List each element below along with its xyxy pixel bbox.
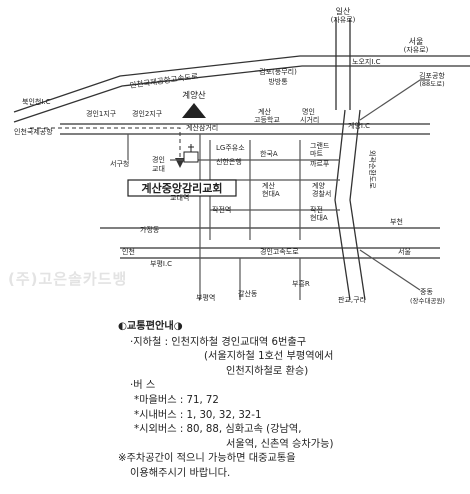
label-gimpo-airport: 김포공항 [419, 71, 445, 80]
parking-note-1: ※주차공간이 적으니 가능하면 대중교통을 [118, 453, 296, 465]
info-title: ◐교통편안내◑ [118, 321, 183, 332]
church-label-box [127, 179, 237, 197]
label-hanguk: 한국A [260, 150, 278, 158]
subway-note-2: 인천지하철로 환승) [226, 365, 309, 377]
label-buheung: 부흥R [292, 279, 310, 288]
outer-ring-road [334, 109, 366, 301]
label-gyeongin2: 경인2지구 [132, 109, 163, 118]
label-gyeongin-edu2: 교대 [152, 165, 165, 173]
airport-expressway-inner [13, 65, 470, 123]
label-outer-ring: 외곽순환도로 [368, 150, 377, 189]
label-jakjeon-station: 작전역 [212, 205, 231, 214]
label-jungdong-sub: (장수대공원) [410, 296, 445, 305]
label-ilsan: 일산 [336, 6, 351, 16]
label-incheon-airport: 인천국제공항 [14, 127, 53, 136]
route-arrow [30, 127, 181, 160]
label-gimpo2: 방방통 [268, 77, 288, 86]
label-bugin-ic: 북인천I.C [22, 97, 51, 106]
bus-label: ·버 스 [130, 380, 156, 392]
label-myeongin2: 시거리 [300, 115, 319, 124]
label-gimpo-airport-sub: (88도로) [419, 80, 444, 88]
intercity-note: 서울역, 신촌역 승차가능) [226, 438, 334, 450]
location-map: 계양산 계산중앙감리교회 일산 (자유로) 서울 (자유로) 노오지I.C 인천… [13, 6, 470, 305]
intercity-bus: *시외버스 : 80, 88, 심화고속 (강남역, [134, 424, 302, 436]
label-pangyo: 판교,구리 [338, 295, 366, 304]
subway-line: ·지하철 : 인천지하철 경인교대역 6번출구 [130, 336, 307, 348]
parking-note-2: 이용해주시기 바랍니다. [130, 467, 231, 479]
label-ilsan-sub: (자유로) [331, 15, 356, 24]
vertical-roads [127, 134, 301, 300]
airport-expressway [13, 55, 470, 113]
gyeongin-expressway [120, 247, 440, 259]
label-gimpo: 김포(풍무리) [259, 67, 297, 76]
label-jungdong: 중동 [420, 288, 433, 296]
label-gyesan-high: 계산 [258, 107, 271, 116]
transport-info: ◐교통편안내◑ ·지하철 : 인천지하철 경인교대역 6번출구 (서울지하철 1… [118, 320, 463, 482]
gyesan-main-road [60, 123, 430, 135]
label-kkachi: 까르푸 [310, 159, 330, 168]
ilsan-road [335, 18, 351, 110]
label-jakjeon-hyundai2: 현대A [310, 214, 328, 222]
label-bucheon: 부천 [390, 217, 403, 226]
label-gyesan-high2: 고등학교 [254, 115, 280, 124]
label-myeongin: 명인 [302, 107, 315, 116]
label-bupyeong-station: 부평역 [196, 293, 215, 302]
label-galsan: 갈산동 [238, 289, 258, 298]
label-incheon: 인천 [122, 247, 135, 256]
label-gyesan-hyundai2: 현대A [262, 190, 280, 198]
label-gyesan-hyundai: 계산 [262, 181, 275, 190]
label-grand: 그랜드 [310, 141, 330, 150]
label-bupyeong-ic: 부평I.C [150, 259, 172, 268]
label-gyeongin-edu: 경인 [152, 155, 165, 164]
label-noksu-ic: 노오지I.C [352, 57, 381, 66]
label-gyodae-station: 교대역 [170, 193, 189, 202]
label-seoul-sub: (자유로) [404, 45, 429, 54]
right-roads [359, 79, 430, 291]
label-seoul2: 서울 [398, 247, 411, 256]
label-gyeyang-police: 계양 [312, 181, 325, 190]
label-seogu: 서구청 [110, 159, 129, 168]
label-gajeong: 가정동 [140, 225, 160, 234]
label-lg: LG주유소 [216, 144, 245, 152]
label-gyesan-samgeori: 계산삼거리 [186, 123, 218, 132]
label-seoul: 서울 [409, 37, 424, 46]
label-gyeongin1: 경인1지구 [86, 109, 117, 118]
label-gyeongin-expressway: 경인고속도로 [260, 247, 299, 256]
village-bus: *마을버스 : 71, 72 [134, 394, 219, 406]
mountain-icon [182, 103, 206, 118]
church-icon [183, 144, 199, 163]
label-shinhan: 신한은행 [216, 157, 242, 166]
label-jakjeon-hyundai: 작전 [310, 205, 323, 214]
watermark: (주)고은솔카드뱅 [8, 270, 128, 288]
church-label: 계산중앙감리교회 [142, 181, 223, 195]
subway-note-1: (서울지하철 1호선 부평역에서 [204, 351, 334, 363]
label-grand2: 마트 [310, 149, 323, 158]
label-gyeyang-police2: 경찰서 [312, 189, 331, 198]
city-bus: *시내버스 : 1, 30, 32, 32-1 [134, 409, 262, 421]
mountain-label: 계양산 [182, 90, 206, 101]
label-gyeyang-ic: 계양I.C [348, 121, 370, 130]
